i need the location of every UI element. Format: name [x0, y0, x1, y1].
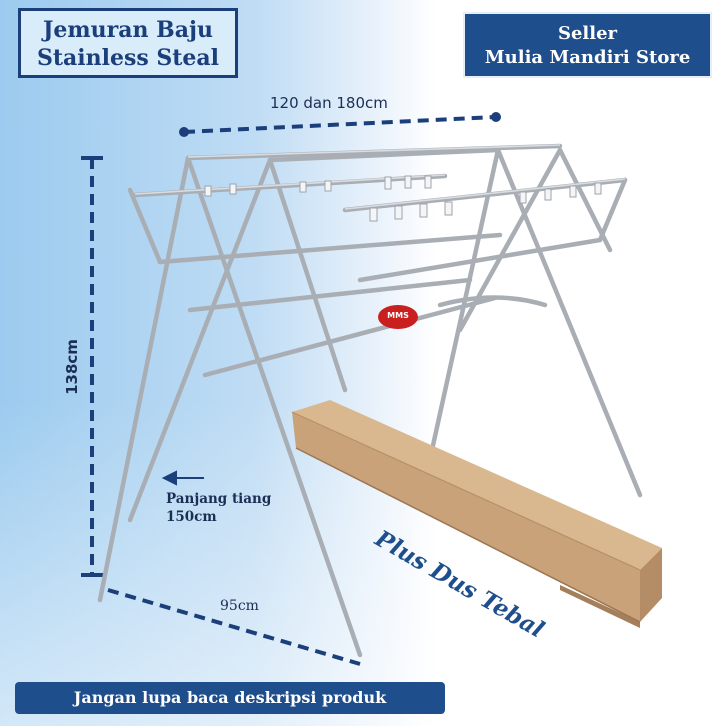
seller-banner: Seller Mulia Mandiri Store [463, 12, 712, 78]
title-banner: Jemuran Baju Stainless Steal [18, 8, 238, 78]
pole-arrow [161, 470, 204, 486]
height-dimension-line [81, 156, 103, 577]
pole-length-line-1: Panjang tiang [166, 491, 272, 507]
cardboard-box [291, 400, 662, 628]
pole-length-note: Panjang tiang 150cm [166, 490, 271, 526]
title-line-1: Jemuran Baju [43, 17, 213, 43]
height-label: 138cm [62, 339, 81, 395]
seller-name: Mulia Mandiri Store [484, 47, 691, 68]
depth-label: 95cm [220, 598, 259, 614]
footer-banner: Jangan lupa baca deskripsi produk [15, 682, 445, 714]
title-line-2: Stainless Steal [36, 45, 220, 71]
seller-label: Seller [557, 23, 618, 44]
hanger-clips [204, 175, 602, 222]
width-label: 120 dan 180cm [270, 94, 388, 112]
pole-length-line-2: 150cm [166, 509, 217, 525]
depth-dimension-line [107, 588, 361, 666]
drying-rack [97, 143, 643, 658]
mms-logo: MMS [378, 305, 418, 329]
width-dimension-line [183, 115, 497, 134]
